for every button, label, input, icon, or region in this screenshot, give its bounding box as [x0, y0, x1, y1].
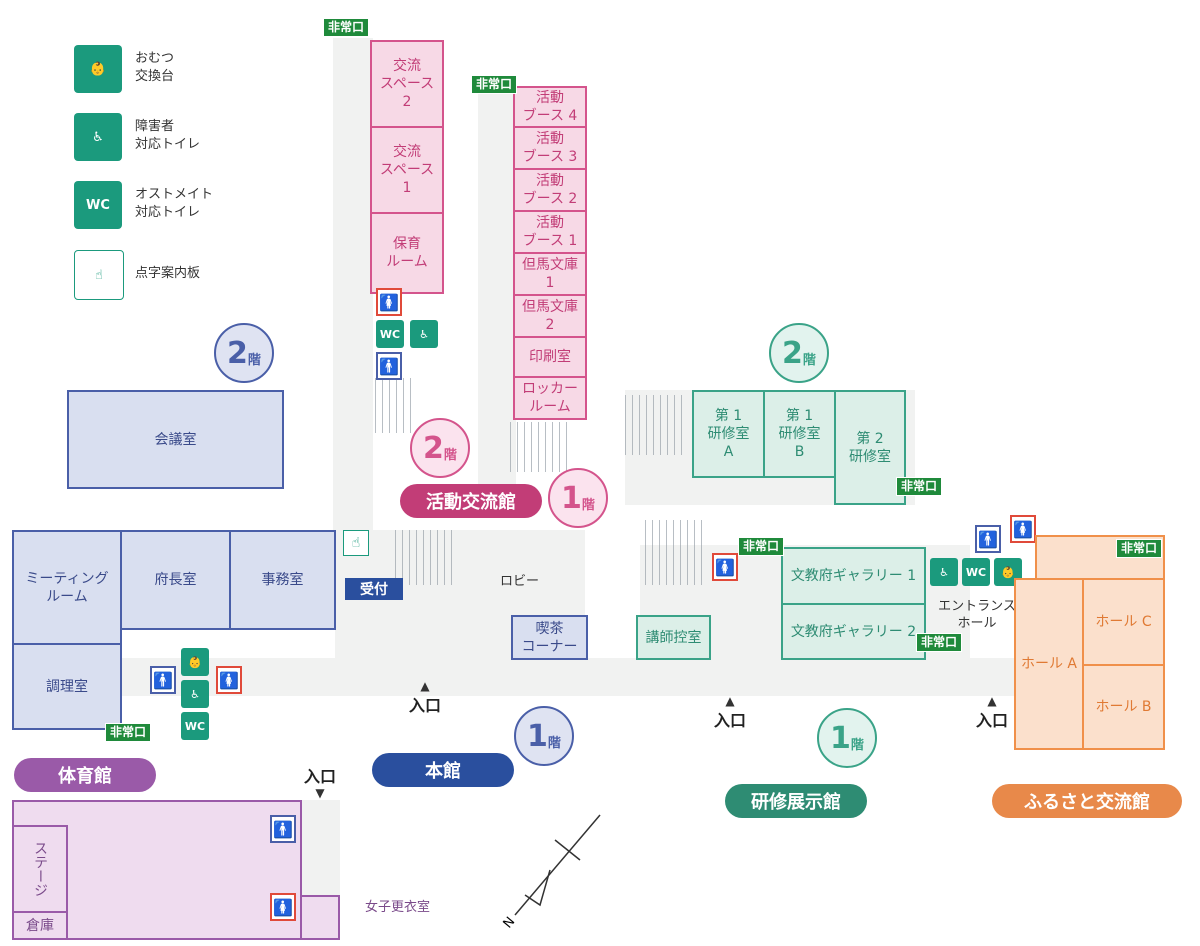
north-arrow-icon: N — [501, 814, 601, 931]
room-jimushitsu[interactable]: 事務室 — [229, 530, 336, 630]
emergency-exit-label: 非常口 — [916, 633, 963, 652]
room-insatsu[interactable]: 印刷室 — [513, 336, 587, 378]
emergency-exit-label: 非常口 — [105, 723, 152, 742]
room-gallery1[interactable]: 文教府ギャラリー 1 — [781, 547, 926, 605]
mens-restroom-icon: 🚹 — [270, 815, 296, 843]
room-kissa[interactable]: 喫茶 コーナー — [511, 615, 588, 660]
entrance-hall-label: エントランス ホール — [938, 599, 1016, 631]
entrance-main: ▲入口 — [400, 680, 450, 716]
label-main-building: 本館 — [372, 753, 514, 787]
emergency-exit-label: 非常口 — [738, 537, 785, 556]
room-meeting[interactable]: ミーティング ルーム — [12, 530, 122, 645]
emergency-exit-label: 非常口 — [896, 477, 943, 496]
womens-restroom-icon: 🚺 — [376, 288, 402, 316]
mens-restroom-icon: 🚹 — [975, 525, 1001, 553]
legend-accessible-label: 障害者 対応トイレ — [135, 119, 201, 152]
room-hallA[interactable]: ホール A — [1014, 578, 1084, 750]
legend-diaper-label: おむつ 交換台 — [135, 51, 175, 84]
stairs — [510, 422, 570, 472]
room-koushi[interactable]: 講師控室 — [636, 615, 711, 660]
activity-corridor-left — [333, 38, 373, 538]
reception-label: 受付 — [345, 578, 403, 600]
room-stage[interactable]: ステージ — [12, 825, 68, 913]
room-koryu2[interactable]: 交流 スペース 2 — [370, 40, 444, 128]
label-training-building: 研修展示館 — [725, 784, 867, 818]
stairs — [375, 378, 415, 433]
room-kenshuA[interactable]: 第 1 研修室 A — [692, 390, 765, 478]
entrance-training: ▲入口 — [705, 695, 755, 731]
diaper-changing-icon: 👶 — [181, 648, 209, 676]
ostomate-toilet-icon: WC — [376, 320, 404, 348]
lobby-label: ロビー — [500, 574, 540, 589]
womens-restroom-icon: 🚺 — [270, 893, 296, 921]
room-tajima2[interactable]: 但馬文庫 2 — [513, 294, 587, 338]
up-arrow-icon: ▲ — [987, 694, 997, 708]
ostomate-toilet-icon: WC — [962, 558, 990, 586]
emergency-exit-label: 非常口 — [471, 75, 518, 94]
accessible-toilet-icon: ♿ — [410, 320, 438, 348]
label-activity-building: 活動交流館 — [400, 484, 542, 518]
room-koryu1[interactable]: 交流 スペース 1 — [370, 126, 444, 214]
womens-restroom-icon: 🚺 — [1010, 515, 1036, 543]
main-corridor — [120, 658, 1020, 696]
room-kenshu2[interactable]: 第 2 研修室 — [834, 390, 906, 505]
womens-restroom-icon: 🚺 — [216, 666, 242, 694]
braille-guide-board-icon: ☝ — [74, 250, 124, 300]
room-hoiku[interactable]: 保育 ルーム — [370, 212, 444, 294]
room-booth1[interactable]: 活動 ブース 1 — [513, 210, 587, 254]
room-hallC[interactable]: ホール C — [1082, 578, 1165, 666]
activity-corridor-right — [478, 90, 516, 510]
up-arrow-icon: ▲ — [725, 694, 735, 708]
room-booth3[interactable]: 活動 ブース 3 — [513, 126, 587, 170]
emergency-exit-label: 非常口 — [323, 18, 370, 37]
svg-text:N: N — [501, 914, 519, 931]
accessible-toilet-icon: ♿ — [930, 558, 958, 586]
ostomate-toilet-icon: WC — [74, 181, 122, 229]
womens-restroom-icon: 🚺 — [712, 553, 738, 581]
down-arrow-icon: ▼ — [315, 786, 325, 800]
room-locker[interactable]: ロッカー ルーム — [513, 376, 587, 420]
mens-restroom-icon: 🚹 — [150, 666, 176, 694]
room-booth4[interactable]: 活動 ブース 4 — [513, 86, 587, 128]
label-furusato-building: ふるさと交流館 — [992, 784, 1182, 818]
legend-braille-label: 点字案内板 — [135, 266, 201, 281]
entrance-gym: 入口▼ — [295, 763, 345, 799]
emergency-exit-label: 非常口 — [1116, 539, 1163, 558]
braille-board-icon: ☝ — [343, 530, 369, 556]
accessible-toilet-icon: ♿ — [181, 680, 209, 708]
womens-locker-label: 女子更衣室 — [365, 900, 431, 915]
ostomate-toilet-icon: WC — [181, 712, 209, 740]
stairs — [645, 520, 705, 585]
diaper-changing-icon: 👶 — [74, 45, 122, 93]
room-tajima1[interactable]: 但馬文庫 1 — [513, 252, 587, 296]
mens-restroom-icon: 🚹 — [376, 352, 402, 380]
womens-locker-outline — [300, 895, 340, 940]
room-chorishitsu[interactable]: 調理室 — [12, 643, 122, 730]
up-arrow-icon: ▲ — [420, 679, 430, 693]
accessible-toilet-icon: ♿ — [74, 113, 122, 161]
stairs — [395, 530, 455, 585]
room-booth2[interactable]: 活動 ブース 2 — [513, 168, 587, 212]
room-fuchoshitsu[interactable]: 府長室 — [120, 530, 231, 630]
entrance-furusato: ▲入口 — [967, 695, 1017, 731]
room-kaigishitsu[interactable]: 会議室 — [67, 390, 284, 489]
room-hallB[interactable]: ホール B — [1082, 664, 1165, 750]
room-kenshuB[interactable]: 第 1 研修室 B — [763, 390, 836, 478]
room-souko[interactable]: 倉庫 — [12, 911, 68, 940]
room-gallery2[interactable]: 文教府ギャラリー 2 — [781, 603, 926, 660]
legend-ostomate-label: オストメイト 対応トイレ — [135, 187, 214, 220]
stairs — [625, 395, 685, 455]
label-gym: 体育館 — [14, 758, 156, 792]
